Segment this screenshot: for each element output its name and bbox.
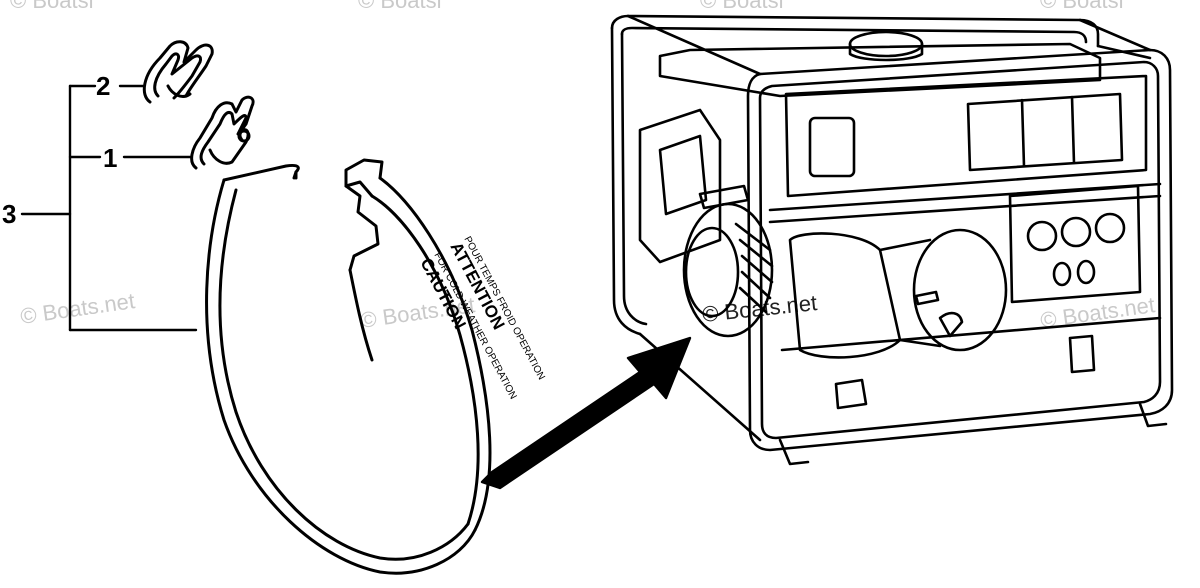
watermark: © Boatsl	[700, 0, 784, 13]
callout-3: 3	[2, 199, 17, 229]
watermark: © Boatsl	[1040, 0, 1124, 13]
watermark: © Boatsl	[10, 0, 94, 13]
leader-lines	[20, 84, 198, 332]
cover-band	[205, 158, 492, 575]
watermark: © Boatsl	[358, 0, 442, 13]
cover-cold-weather-fr: POUR TEMPS FROID OPERATION	[461, 235, 546, 382]
arrow	[480, 336, 692, 490]
clip-part-1	[190, 95, 255, 170]
generator	[610, 14, 1174, 466]
clip-part-2	[142, 40, 214, 104]
callout-1: 1	[103, 143, 118, 173]
callout-2: 2	[96, 71, 111, 101]
